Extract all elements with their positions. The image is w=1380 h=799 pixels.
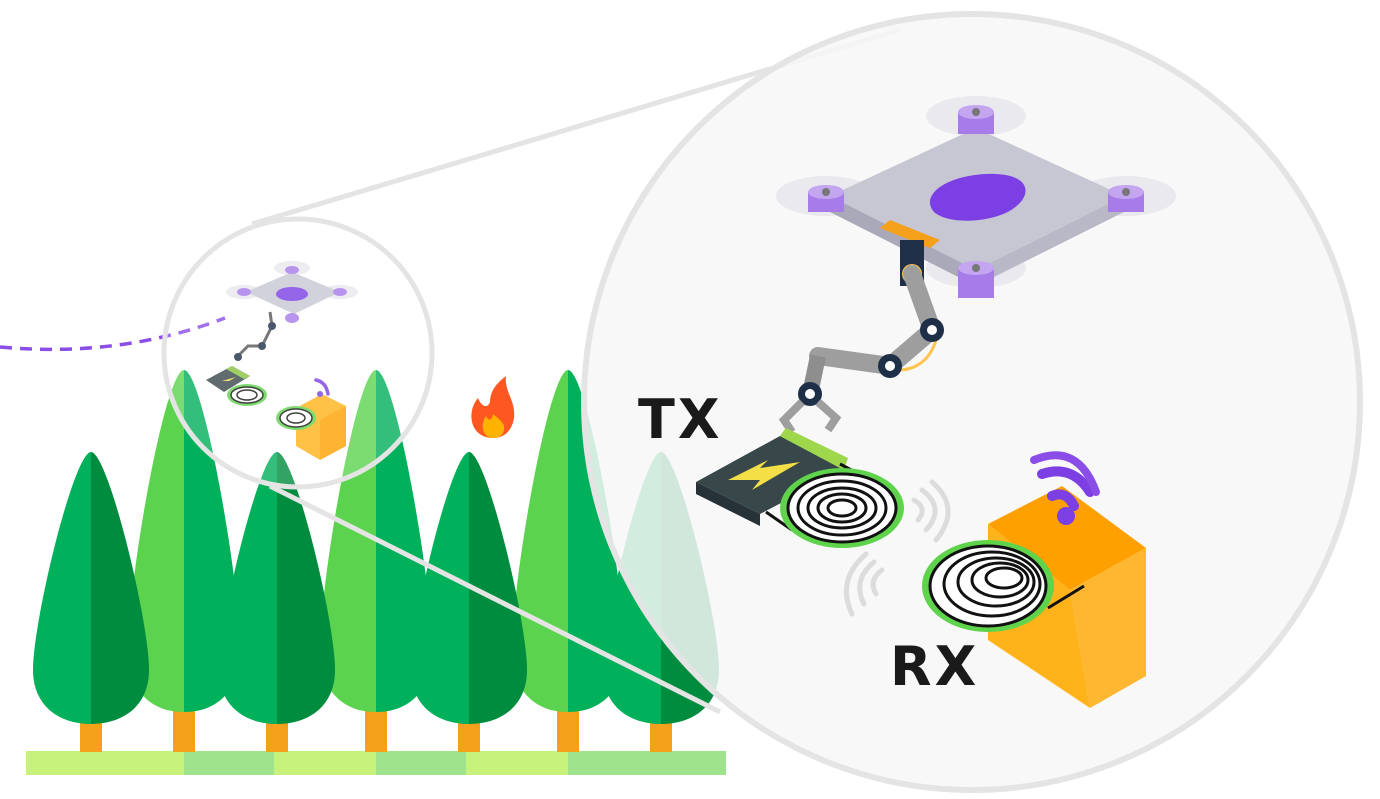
small-zoom-circle [161, 216, 435, 490]
tree-icon [411, 452, 527, 752]
lightning-bolt-icon [728, 460, 800, 490]
tree-icon [33, 452, 149, 752]
ground-strip [26, 751, 726, 775]
small-drone-icon [226, 261, 358, 361]
battery-icon [696, 428, 848, 526]
flight-path [0, 316, 226, 352]
sensor-box-icon [988, 486, 1146, 708]
small-sensor-box-icon [276, 378, 346, 460]
power-waves-tx [911, 479, 951, 543]
small-battery-icon [206, 366, 267, 406]
rotor-icon [1108, 185, 1144, 212]
power-waves-rx [843, 551, 885, 617]
rx-coil-icon [922, 540, 1085, 632]
tx-coil-icon [765, 462, 904, 548]
zoom-connector-bottom [268, 483, 722, 715]
rotor-icon [958, 261, 994, 298]
rx-label: RX [890, 635, 979, 698]
tree-icon [219, 452, 335, 752]
rotor-icon [958, 105, 994, 134]
robotic-arm [778, 240, 944, 435]
tx-label: TX [638, 388, 722, 451]
wifi-icon [1030, 451, 1100, 525]
rotor-icon [808, 185, 844, 212]
zoom-detail-view: TX RX [581, 11, 1363, 793]
flame-icon [471, 376, 515, 438]
drone-icon [776, 96, 1176, 298]
